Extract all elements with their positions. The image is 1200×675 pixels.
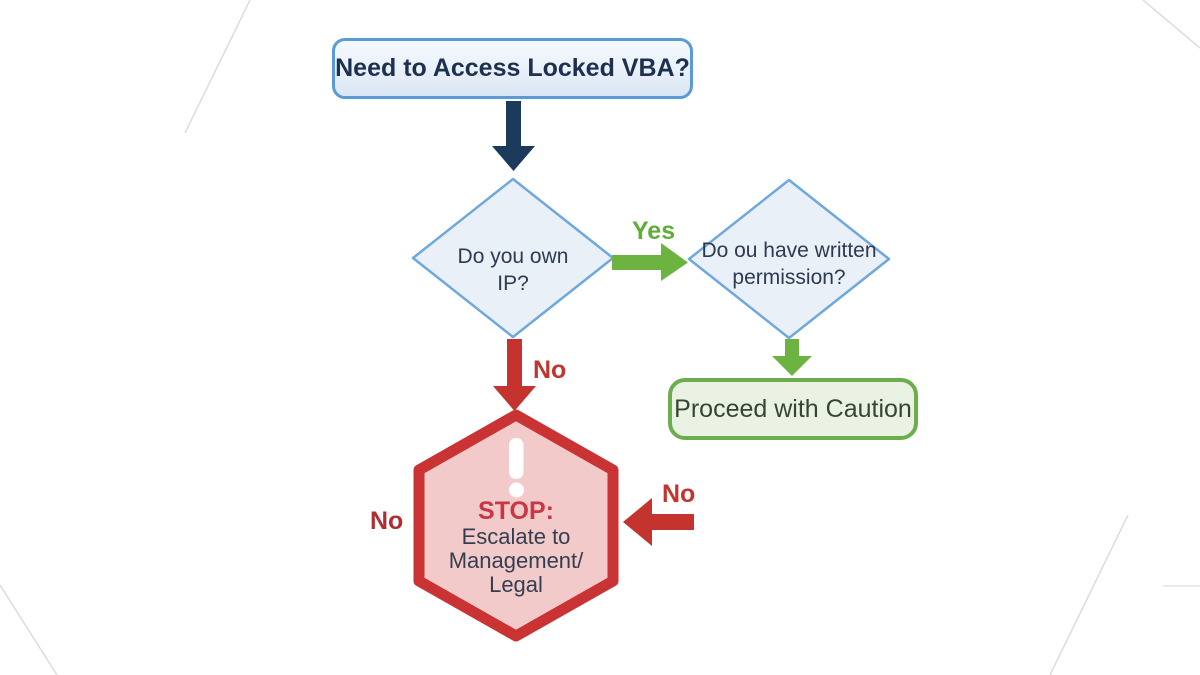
decor-line-bottom-left: [0, 584, 58, 675]
decision1-line1: Do you own: [457, 245, 569, 268]
decor-line-bottom-right: [1049, 514, 1129, 675]
stop-hexagon: [413, 409, 619, 642]
arrow-decision2-to-proceed: [772, 339, 812, 376]
decision1-label: Do you own IP?: [408, 243, 618, 297]
arrow-no-to-stop: [493, 339, 536, 411]
arrow-no-side-to-stop: [623, 498, 694, 546]
edge-label-yes: Yes: [632, 217, 676, 245]
proceed-node-label: Proceed with Caution: [674, 394, 912, 423]
decor-line-top-right: [1142, 0, 1200, 49]
decision1-diamond: [411, 177, 615, 339]
stop-line: Legal: [489, 572, 543, 597]
start-node-label: Need to Access Locked VBA?: [335, 54, 690, 82]
decision1-line2: IP?: [497, 272, 529, 295]
arrow-yes-to-decision2: [612, 243, 688, 281]
edge-label-no-left: No: [370, 507, 404, 535]
decision2-line1: Do ou have written: [701, 239, 877, 262]
edge-label-no-side: No: [662, 480, 696, 508]
decor-line-top-left: [184, 0, 251, 134]
stop-line: Management/: [448, 548, 584, 573]
edge-label-no-down: No: [533, 356, 567, 384]
decision2-label: Do ou have written permission?: [684, 237, 894, 291]
stop-node-label: STOP: Escalate to Management/ Legal: [411, 497, 621, 597]
decision2-diamond: [687, 178, 891, 340]
start-node: Need to Access Locked VBA?: [332, 38, 693, 99]
proceed-node: Proceed with Caution: [668, 378, 918, 440]
arrow-start-to-decision1: [492, 101, 535, 171]
stop-line: Escalate to: [461, 524, 571, 549]
exclamation-icon: [509, 438, 524, 498]
stop-title: STOP:: [478, 497, 554, 525]
decision2-line2: permission?: [732, 266, 846, 289]
